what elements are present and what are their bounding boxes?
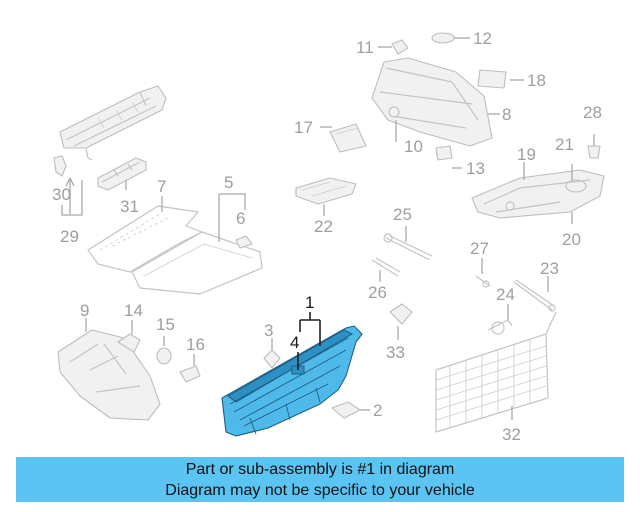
floor-panel (131, 193, 263, 295)
callout-18: 18 (527, 71, 546, 90)
callout-20: 20 (562, 230, 581, 249)
bracket-1 (299, 312, 321, 346)
package-tray (59, 85, 167, 161)
callout-3: 3 (264, 321, 273, 340)
callout-31: 31 (120, 197, 139, 216)
bracket-part-31 (97, 157, 147, 191)
callout-25: 25 (393, 205, 412, 224)
grommet-part-15 (156, 336, 172, 365)
callout-17: 17 (294, 118, 313, 137)
handle-part-17 (320, 123, 367, 153)
callout-22: 22 (314, 217, 333, 236)
callout-5: 5 (224, 173, 233, 192)
callout-27: 27 (470, 239, 489, 258)
clip-part-30 (53, 155, 75, 214)
trunk-side-trim-right (371, 57, 500, 147)
callout-15: 15 (156, 315, 175, 334)
callout-23: 23 (540, 259, 559, 278)
callout-2: 2 (373, 401, 382, 420)
hook-part-33 (389, 303, 413, 340)
parts-diagram: 30 29 31 7 5 6 9 14 15 (52, 29, 605, 444)
callout-16: 16 (186, 335, 205, 354)
callout-6: 6 (236, 209, 245, 228)
callout-4: 4 (290, 333, 299, 352)
fastener-part-16 (179, 354, 201, 383)
pad-part-18 (477, 69, 524, 89)
callout-32: 32 (502, 425, 521, 444)
callout-14: 14 (124, 301, 143, 320)
callout-33: 33 (386, 343, 405, 362)
callout-1: 1 (305, 293, 314, 312)
cargo-net (435, 311, 557, 433)
callout-12: 12 (473, 29, 492, 48)
trunk-mat (87, 196, 203, 273)
hook-part-6 (235, 235, 253, 249)
callout-29: 29 (60, 227, 79, 246)
clip-part-14 (117, 320, 141, 353)
callout-11: 11 (356, 38, 374, 57)
callout-30: 30 (52, 185, 71, 204)
banner-line-2: Diagram may not be specific to your vehi… (165, 482, 475, 499)
clip-part-3 (263, 338, 281, 369)
bolt-part-27 (475, 258, 491, 288)
rod-part-23 (513, 276, 556, 312)
strap-part-24 (487, 304, 513, 335)
banner-line-1: Part or sub-assembly is #1 in diagram (185, 461, 455, 478)
bolt-part-28 (587, 134, 601, 159)
rear-panel-trim (471, 162, 605, 224)
side-trim-left (57, 318, 161, 421)
tool-part-26 (371, 257, 401, 282)
nut-part-11 (378, 39, 409, 55)
callout-19: 19 (517, 145, 536, 164)
latch-part-13 (435, 145, 462, 169)
callout-26: 26 (368, 283, 387, 302)
highlighted-part-1 (221, 325, 363, 437)
callout-28: 28 (583, 103, 602, 122)
callout-21: 21 (555, 135, 574, 154)
tool-part-25 (383, 226, 433, 261)
callout-9: 9 (80, 301, 89, 320)
callout-13: 13 (466, 159, 485, 178)
callout-8: 8 (502, 105, 511, 124)
callout-7: 7 (157, 177, 166, 196)
organizer-part-22 (295, 177, 357, 216)
callout-10: 10 (404, 137, 423, 156)
callout-24: 24 (496, 285, 515, 304)
info-banner: Part or sub-assembly is #1 in diagram Di… (16, 457, 624, 502)
bracket-29 (61, 180, 83, 216)
bracket-part-2 (331, 401, 370, 419)
cap-part-12 (431, 32, 470, 44)
